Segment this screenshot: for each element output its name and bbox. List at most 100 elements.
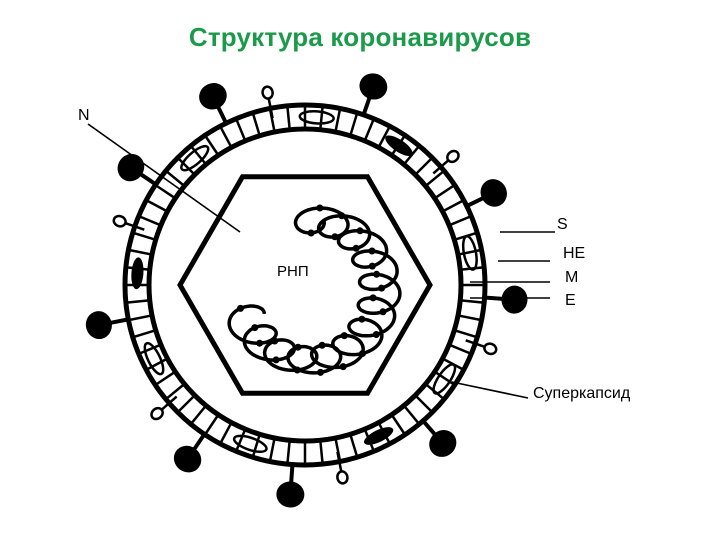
membrane-tick	[219, 127, 232, 147]
m-protein	[180, 144, 210, 172]
membrane-tick	[219, 423, 232, 443]
he-protein	[336, 451, 349, 485]
spike-protein	[464, 179, 507, 209]
spike-protein	[420, 418, 457, 457]
leader-lines	[87, 123, 555, 399]
nucleocapsid-protein	[358, 315, 366, 323]
membrane-tick	[166, 384, 184, 399]
membrane-tick	[415, 158, 432, 175]
envelope-outer-ring	[122, 102, 488, 468]
spike-protein	[276, 462, 305, 508]
m-protein	[143, 341, 165, 376]
membrane-tick	[426, 384, 444, 399]
nucleocapsid-protein	[368, 262, 376, 270]
membrane-tick	[269, 439, 276, 460]
label-he: HE	[563, 245, 586, 262]
nucleocapsid-protein	[340, 332, 348, 340]
membrane-tick	[319, 107, 324, 128]
label-rnp: РНП	[277, 263, 309, 280]
nucleocapsid-protein	[368, 247, 376, 255]
membrane-tick	[334, 110, 341, 131]
nucleocapsid-protein	[256, 339, 264, 347]
membrane-tick	[435, 371, 454, 385]
nucleocapsid-protein	[352, 244, 360, 252]
membrane-tick	[455, 232, 476, 241]
nucleocapsid-protein	[293, 366, 301, 374]
membrane-tick	[156, 185, 175, 199]
nucleocapsid-protein	[237, 304, 244, 312]
membrane-tick	[459, 249, 480, 256]
label-n: N	[78, 107, 90, 124]
membrane-tick	[134, 232, 155, 241]
envelope-membrane-ticks	[127, 107, 483, 463]
membrane-tick	[235, 430, 246, 450]
nucleocapsid-protein	[272, 356, 280, 364]
membrane-tick	[364, 430, 375, 450]
membrane-tick	[415, 395, 432, 412]
nucleocapsid-protein	[339, 363, 347, 371]
label-e: E	[565, 292, 576, 309]
membrane-tick	[147, 199, 167, 212]
rnp-coil	[227, 204, 402, 376]
nucleocapsid-protein	[271, 337, 279, 345]
membrane-tick	[391, 136, 405, 155]
membrane-tick	[349, 435, 358, 456]
membrane-tick	[252, 435, 261, 456]
membrane-tick	[455, 329, 476, 338]
nucleocapsid-protein	[356, 227, 364, 235]
membrane-tick	[130, 314, 151, 321]
membrane-tick	[286, 442, 291, 463]
membrane-tick	[443, 199, 463, 212]
membrane-tick	[443, 358, 463, 371]
membrane-tick	[450, 344, 470, 355]
membrane-tick	[334, 439, 341, 460]
membrane-tick	[127, 299, 148, 304]
nucleocapsid-protein	[338, 212, 346, 220]
he-protein	[150, 395, 178, 421]
diagram-title: Структура коронавирусов	[188, 22, 532, 52]
surface-proteins	[85, 73, 528, 508]
membrane-tick	[391, 415, 405, 434]
e-protein	[364, 427, 394, 445]
rnp-strand	[227, 206, 402, 375]
membrane-tick	[462, 299, 483, 304]
membrane-tick	[252, 114, 261, 135]
membrane-tick	[178, 395, 195, 412]
membrane-tick	[191, 406, 206, 424]
nucleocapsid-protein	[316, 204, 324, 212]
membrane-tick	[134, 329, 155, 338]
membrane-tick	[319, 442, 324, 463]
spike-protein	[482, 285, 528, 314]
e-protein	[131, 257, 144, 290]
membrane-tick	[378, 127, 391, 147]
nucleocapsid-protein	[369, 294, 377, 302]
membrane-tick	[191, 146, 206, 164]
label-supercapsid: Суперкапсид	[533, 385, 631, 402]
nucleocapsid-protein	[307, 229, 315, 237]
membrane-tick	[205, 415, 219, 434]
membrane-tick	[205, 136, 219, 155]
spike-protein	[173, 431, 208, 473]
membrane-tick	[156, 371, 175, 385]
membrane-tick	[349, 114, 358, 135]
membrane-tick	[269, 110, 276, 131]
label-s: S	[557, 216, 568, 233]
supercapsid-leader-line	[451, 381, 529, 399]
membrane-tick	[127, 266, 148, 271]
n-leader-line	[87, 123, 241, 233]
nucleocapsid-protein	[294, 343, 302, 351]
membrane-tick	[404, 146, 419, 164]
nucleocapsid-protein	[251, 324, 259, 332]
membrane-tick	[140, 215, 160, 226]
spike-protein	[199, 83, 229, 126]
membrane-tick	[235, 120, 246, 140]
m-protein	[232, 434, 268, 454]
nucleocapsid-protein	[318, 341, 326, 349]
m-protein	[298, 110, 335, 125]
membrane-tick	[435, 185, 454, 199]
label-m: M	[565, 269, 579, 286]
membrane-tick	[378, 423, 391, 443]
membrane-tick	[166, 171, 184, 186]
